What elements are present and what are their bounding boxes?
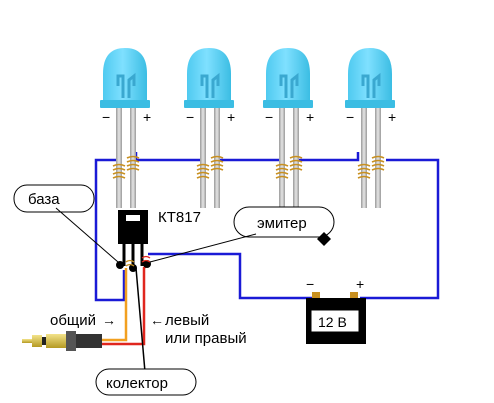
- callout-emitter-diamond: [317, 232, 331, 246]
- led-1: [98, 46, 152, 210]
- callout-base-pointer: [55, 207, 119, 263]
- common-arrow: →: [102, 312, 116, 328]
- wire-emitter-battery: [148, 252, 316, 300]
- callout-base-box: [13, 184, 95, 213]
- battery-plus: +: [356, 276, 364, 292]
- led3-minus: −: [265, 109, 273, 125]
- callout-collector-label: колектор: [106, 375, 168, 392]
- callout-collector-box: [95, 368, 197, 396]
- led1-minus: −: [102, 109, 110, 125]
- wire-collector-black: [135, 267, 146, 373]
- callout-emitter-pointer: [149, 233, 257, 263]
- led3-plus: +: [306, 109, 314, 125]
- led4-minus: −: [346, 109, 354, 125]
- led1-plus: +: [143, 109, 151, 125]
- wire-led-anode-right: [360, 158, 440, 300]
- wire-common-orange: [102, 268, 128, 342]
- wire-led1-led2: [134, 152, 204, 162]
- wire-led3-led4: [294, 152, 360, 162]
- led4-plus: +: [388, 109, 396, 125]
- left-right-label-2: или правый: [165, 330, 247, 347]
- led-4: [343, 46, 397, 210]
- callout-emitter-label: эмитер: [257, 215, 307, 232]
- transistor-model-label: КТ817: [158, 209, 201, 226]
- led2-minus: −: [186, 109, 194, 125]
- battery-minus: −: [306, 276, 314, 292]
- common-label: общий: [50, 312, 96, 329]
- battery-12v: [306, 292, 366, 344]
- led-3: [261, 46, 315, 210]
- left-right-arrow: ←: [150, 312, 164, 328]
- transistor-kt817: [116, 210, 151, 272]
- wire-led2-led3: [214, 152, 284, 162]
- wire-led-cathode-left: [94, 158, 126, 302]
- callout-emitter-box: [233, 206, 335, 238]
- audio-jack: [22, 331, 102, 351]
- left-right-label-1: левый: [165, 312, 209, 329]
- callout-base-label: база: [28, 191, 60, 208]
- led2-plus: +: [227, 109, 235, 125]
- led-2: [182, 46, 236, 210]
- battery-label: 12 В: [318, 314, 347, 330]
